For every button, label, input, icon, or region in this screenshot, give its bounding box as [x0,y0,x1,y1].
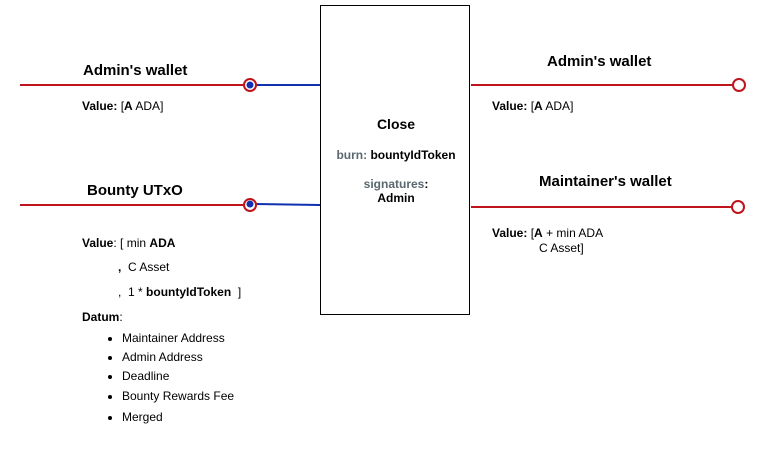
datum-item: Bounty Rewards Fee [122,386,234,406]
value-amount: A [534,99,543,113]
value-amount: A [124,99,133,113]
value-amount: A [534,226,543,240]
signatures-value: Admin [377,191,415,205]
value-label: Value: [492,226,528,240]
value-open-bracket: [ [530,99,535,113]
input-admin-wallet-value: Value: [A ADA] [82,99,163,113]
transaction-box: Close burn: bountyIdToken signatures: Ad… [320,5,470,315]
datum-item: Admin Address [122,348,234,367]
value-unit: ADA] [545,99,574,113]
maintainer-wallet-output-port [731,200,745,214]
input-bounty-utxo-title: Bounty UTxO [87,182,183,199]
value-open-bracket: [ [120,99,125,113]
datum-item: Deadline [122,367,234,386]
bounty-utxo-value-line1: Value: [ min ADA [82,236,175,250]
bounty-utxo-value-line2: , C Asset [118,260,169,274]
value-unit: ADA] [135,99,164,113]
value-comma: , [118,285,122,299]
burn-value: bountyIdToken [370,148,456,162]
datum-item: Merged [122,406,234,428]
datum-label: Datum [82,310,120,324]
value-ada: ADA [149,236,176,250]
admin-wallet-consumed-dot [246,81,254,89]
value-close-bracket: ] [237,285,242,299]
transaction-burn: burn: bountyIdToken [321,148,471,162]
datum-item: Maintainer Address [122,329,234,348]
output-maintainer-wallet-value-line2: C Asset] [539,241,584,255]
bounty-utxo-redeemer-line [255,203,321,206]
value-colon: : [113,236,117,250]
value-asset: C Asset [128,260,170,274]
datum-list: Maintainer Address Admin Address Deadlin… [104,329,234,428]
signatures-colon: : [424,177,429,191]
transaction-title: Close [376,116,416,132]
value-label: Value: [492,99,528,113]
output-maintainer-wallet-value: Value: [A + min ADA [492,226,603,240]
output-admin-wallet-title: Admin's wallet [547,53,652,70]
output-admin-wallet-value: Value: [A ADA] [492,99,573,113]
bounty-utxo-datum-label: Datum: [82,310,123,324]
bounty-utxo-value-line3: , 1 * bountyIdToken ] [118,285,241,299]
burn-label: burn: [336,148,368,162]
value-comma: , [118,260,122,274]
input-admin-wallet-title: Admin's wallet [83,62,188,79]
value-token-name: bountyIdToken [146,285,232,299]
transaction-signatures: signatures: [321,177,471,191]
bounty-utxo-consumed-dot [246,200,254,208]
value-token-qty: 1 * [128,285,143,299]
value-label: Value: [82,99,118,113]
datum-colon: : [119,310,123,324]
value-min: [ min [120,236,147,250]
value-open-bracket: [ [530,226,535,240]
signatures-label: signatures [363,177,425,191]
output-maintainer-wallet-title: Maintainer's wallet [539,173,672,190]
value-label: Value [82,236,114,250]
admin-wallet-output-port [732,78,746,92]
value-rest: + min ADA [546,226,604,240]
